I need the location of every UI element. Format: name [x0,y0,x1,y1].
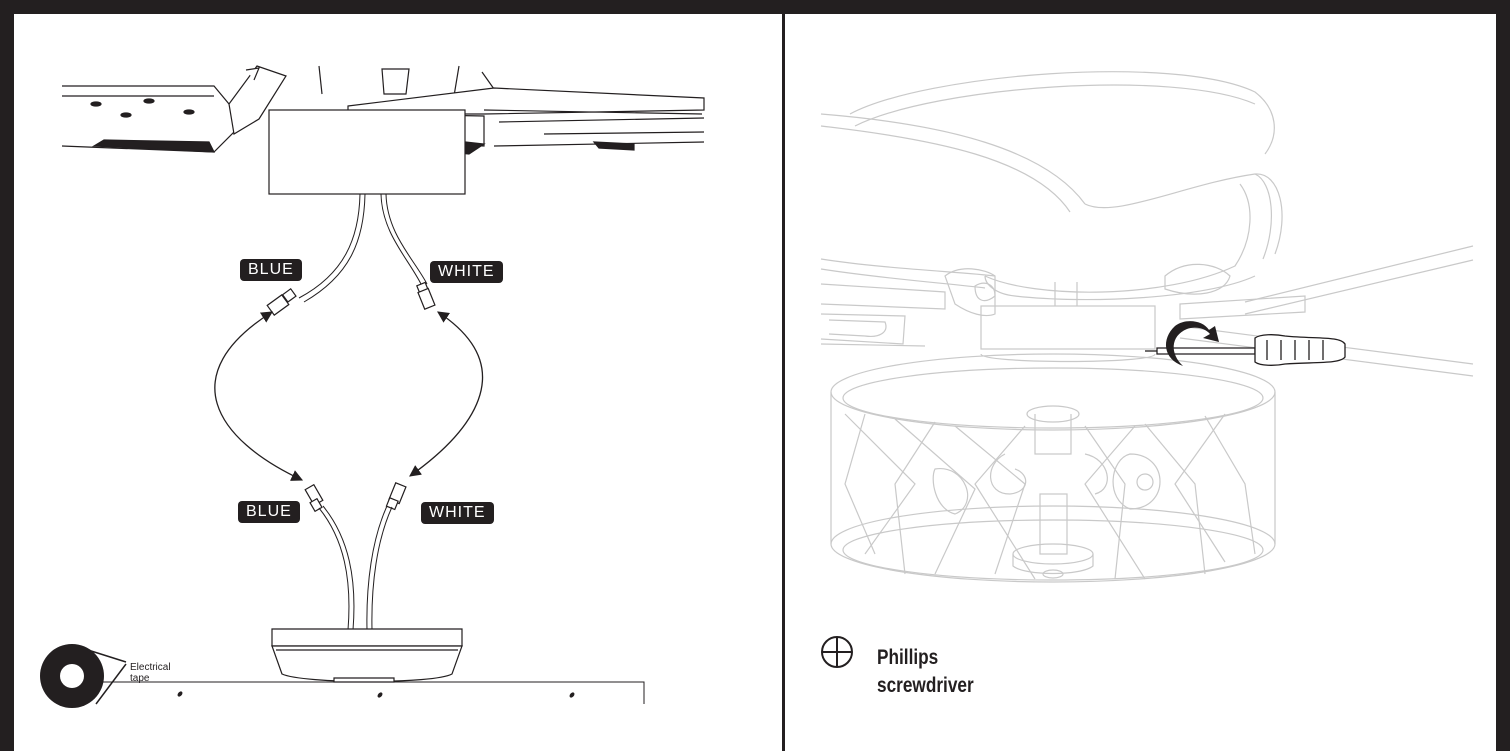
tape-label-line2: tape [130,673,150,684]
tool-label: Phillips screwdriver [877,644,974,700]
tool-label-line2: screwdriver [877,674,974,697]
label-blue-upper: BLUE [240,259,302,281]
upper-connectors [266,281,436,316]
label-blue-lower: BLUE [238,501,300,523]
wiring-diagram [40,65,705,708]
ceiling-line [50,681,645,704]
tape-label-line1: Electrical [130,662,171,673]
upper-wires [298,193,428,303]
connection-arrows [214,311,484,481]
tool-label-line1: Phillips [877,646,939,669]
cage-install-panel: Phillips screwdriver [785,14,1496,751]
label-white-lower: WHITE [421,502,494,524]
canopy-illustration [271,628,463,683]
cage-illustration [830,353,1276,583]
cage-diagram [820,71,1474,668]
panel-divider [782,14,785,751]
label-white-upper: WHITE [430,261,503,283]
lower-wires [318,505,393,631]
fan-body-illustration [820,71,1474,377]
rotate-arrow-icon [1165,321,1219,366]
electrical-tape-icon [40,644,127,708]
screwdriver-icon [1145,334,1346,366]
lower-connectors [304,482,407,513]
fan-motor-illustration [61,65,705,195]
tape-label: Electrical tape [130,662,171,684]
wiring-step-panel: BLUE WHITE BLUE WHITE Electrical tape [14,14,782,751]
phillips-icon [821,636,853,668]
ceiling-marks [177,691,575,698]
